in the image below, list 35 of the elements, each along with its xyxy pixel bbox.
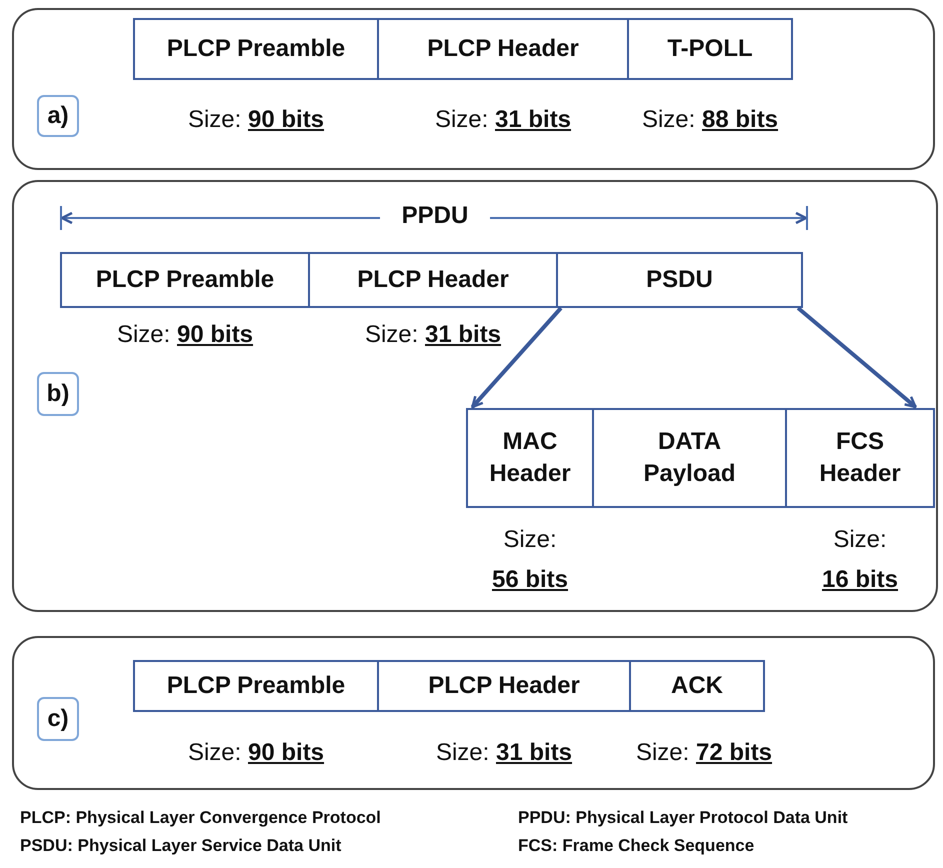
frame-panel [12, 8, 935, 170]
frame-field: DATA Payload [592, 408, 787, 508]
legend-note: FCS: Frame Check Sequence [518, 836, 754, 856]
dimension-label: PPDU [400, 202, 470, 230]
legend-note: PPDU: Physical Layer Protocol Data Unit [518, 808, 848, 828]
size-label: Size: 16 bits [820, 525, 900, 595]
legend-note: PLCP: Physical Layer Convergence Protocol [20, 808, 381, 828]
size-label: Size: 72 bits [634, 738, 774, 768]
panel-label: a) [37, 95, 79, 137]
size-label: Size: 90 bits [186, 105, 326, 135]
frame-field: ACK [629, 660, 765, 712]
frame-field: PLCP Header [377, 18, 629, 80]
size-label: Size: 90 bits [186, 738, 326, 768]
size-label: Size: 31 bits [434, 738, 574, 768]
arrow [796, 306, 917, 409]
frame-field: PLCP Preamble [60, 252, 310, 308]
frame-field: PLCP Preamble [133, 660, 379, 712]
frame-field: MAC Header [466, 408, 594, 508]
size-label: Size: 56 bits [490, 525, 570, 595]
size-label: Size: 90 bits [116, 320, 254, 350]
frame-panel [12, 636, 935, 790]
frame-field: FCS Header [785, 408, 935, 508]
frame-field: PLCP Preamble [133, 18, 379, 80]
size-label: Size: 31 bits [364, 320, 502, 350]
size-label: Size: 31 bits [434, 105, 572, 135]
frame-field: PSDU [556, 252, 803, 308]
size-label: Size: 88 bits [640, 105, 780, 135]
legend-note: PSDU: Physical Layer Service Data Unit [20, 836, 342, 856]
frame-field: PLCP Header [308, 252, 558, 308]
panel-label: b) [37, 372, 79, 416]
frame-field: T-POLL [627, 18, 793, 80]
frame-panel [12, 180, 938, 612]
arrow [470, 306, 562, 408]
frame-field: PLCP Header [377, 660, 631, 712]
panel-label: c) [37, 697, 79, 741]
